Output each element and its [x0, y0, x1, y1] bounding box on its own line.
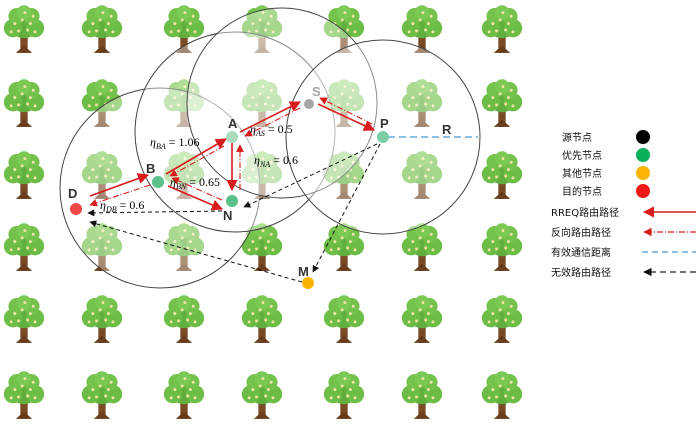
tree-icon — [241, 295, 283, 343]
legend-node-dot — [636, 184, 650, 198]
tree-icon — [481, 371, 523, 419]
node-b — [152, 176, 164, 188]
node-a — [226, 131, 238, 143]
legend-node-dot — [636, 130, 650, 144]
node-label-n: N — [223, 208, 232, 223]
tree-icon — [81, 371, 123, 419]
legend-line-label: 反向路由路径 — [551, 226, 611, 239]
node-s — [304, 99, 314, 109]
node-label-s: S — [312, 84, 321, 99]
legend-node-dot — [636, 148, 650, 162]
weight-db: ηDB = 0.6 — [100, 198, 144, 214]
tree-icon — [3, 151, 45, 199]
edge-weights: ηBA = 1.06 ηAS = 0.5 ηNA = 0.6 ηBN = 0.6… — [100, 122, 298, 214]
reverse-p-s — [319, 97, 373, 125]
node-label-r: R — [442, 122, 452, 137]
legend-node-label: 其他节点 — [562, 167, 602, 180]
node-label-b: B — [146, 161, 155, 176]
reverse-a-b — [169, 145, 225, 177]
tree-icon — [3, 295, 45, 343]
reverse-n-b — [171, 177, 223, 201]
legend-node-dot — [636, 166, 650, 180]
tree-icon — [241, 371, 283, 419]
tree-icon — [163, 295, 205, 343]
tree-icon — [323, 371, 365, 419]
reverse-s-a — [244, 107, 301, 137]
reverse-b-d — [89, 184, 151, 207]
tree-icon — [3, 79, 45, 127]
rreq-d-b — [89, 173, 150, 197]
rreq-b-n — [167, 185, 224, 211]
rreq-a-s — [239, 101, 302, 133]
route-edges — [87, 97, 478, 283]
sensor-nodes: S A B N P D M R — [68, 84, 452, 289]
tree-icon — [401, 371, 443, 419]
tree-icon — [3, 223, 45, 271]
tree-icon — [323, 295, 365, 343]
legend-line-label: RREQ路由路径 — [551, 206, 619, 219]
node-n — [226, 195, 238, 207]
node-label-d: D — [68, 186, 77, 201]
node-p — [377, 131, 389, 143]
node-label-p: P — [380, 116, 389, 131]
weight-na: ηNA = 0.6 — [254, 153, 298, 169]
rreq-b-a — [165, 138, 227, 175]
weight-as: ηAS = 0.5 — [250, 122, 293, 138]
node-d — [70, 203, 82, 215]
tree-icon — [163, 371, 205, 419]
legend-node-label: 优先节点 — [562, 149, 602, 162]
node-m — [302, 277, 314, 289]
invalid-m-d — [89, 220, 303, 283]
tree-icon — [3, 371, 45, 419]
node-label-a: A — [228, 116, 238, 131]
weight-ba: ηBA = 1.06 — [150, 135, 200, 151]
invalid-p-n — [243, 143, 378, 208]
tree-icon — [81, 295, 123, 343]
invalid-n-d — [87, 209, 223, 217]
tree-icon — [481, 295, 523, 343]
tree-icon — [3, 5, 45, 53]
tree-icon — [401, 295, 443, 343]
range-circle-b — [59, 87, 261, 289]
legend-line-label: 无效路由路径 — [551, 266, 611, 279]
rreq-s-p — [317, 103, 376, 131]
invalid-p-m — [312, 143, 381, 273]
legend-line-label: 有效通信距离 — [551, 246, 611, 259]
node-label-m: M — [298, 264, 309, 279]
legend-node-label: 目的节点 — [562, 185, 602, 198]
legend-node-label: 源节点 — [562, 131, 592, 144]
weight-bn: ηBN = 0.65 — [170, 175, 220, 191]
